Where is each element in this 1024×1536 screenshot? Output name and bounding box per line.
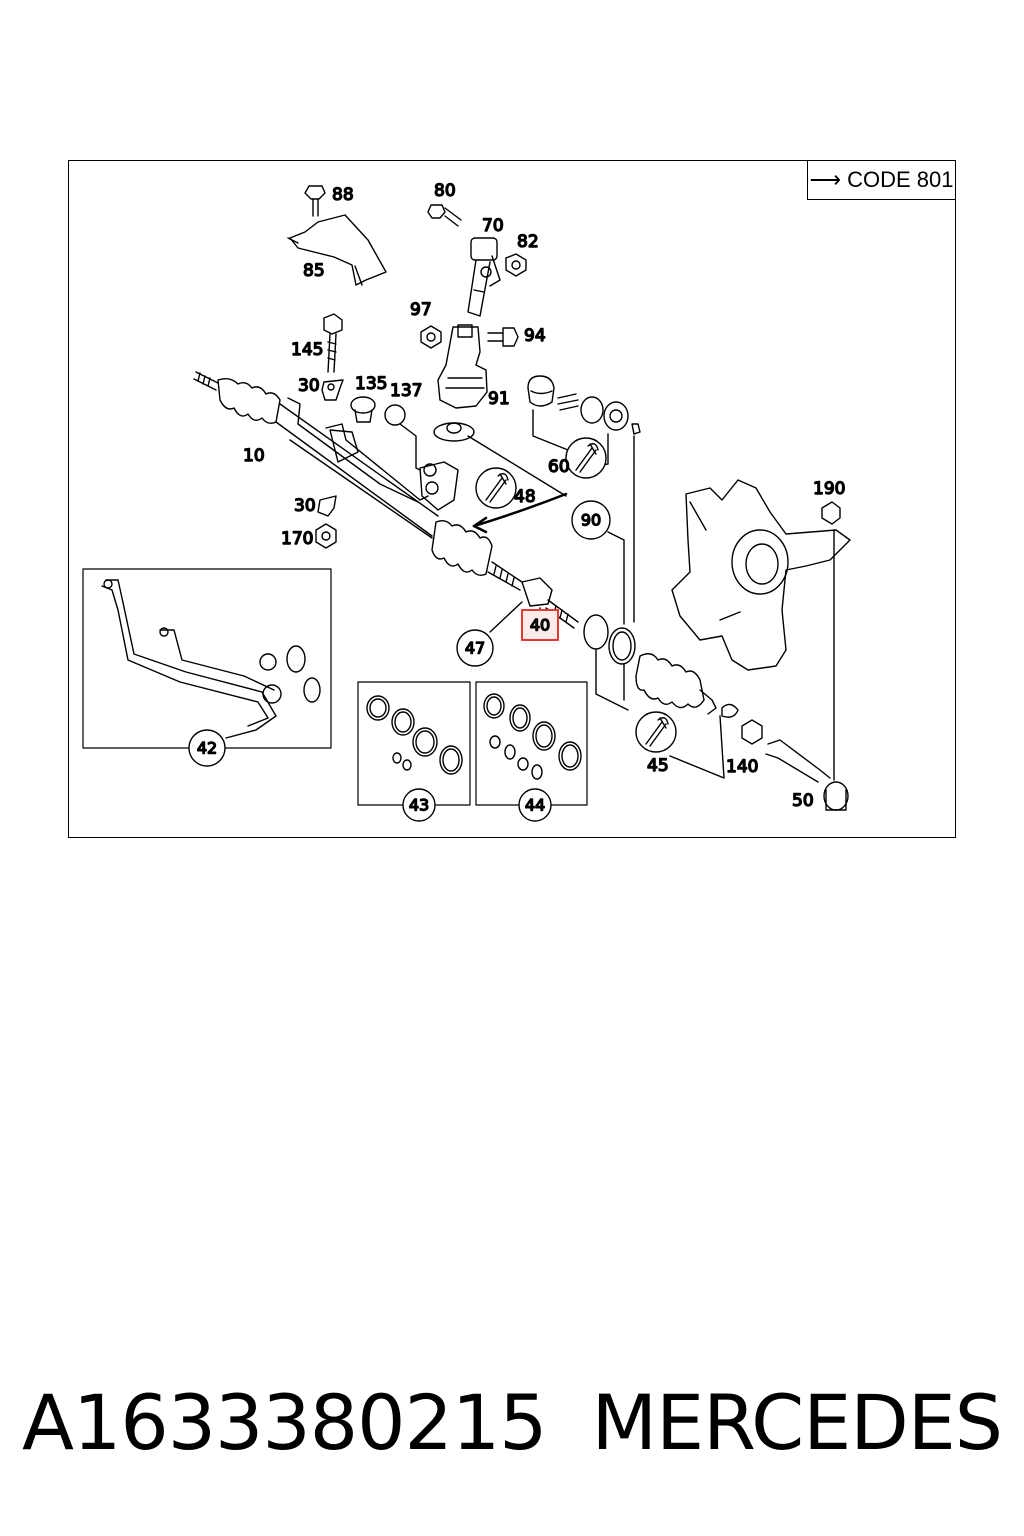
label-145: 145 <box>291 340 323 360</box>
leader-45-lines <box>595 649 725 779</box>
highlight-box-40[interactable] <box>521 609 559 641</box>
arrow-right-icon: ⟶ <box>809 167 842 192</box>
tie-rod-end-50-icon <box>765 739 849 811</box>
caption: A1633380215 MERCEDES <box>0 1362 1024 1482</box>
box-44 <box>475 681 588 806</box>
diagram-frame <box>68 160 956 838</box>
bearing-48-icon <box>433 422 475 442</box>
bracket-85-icon <box>287 214 387 286</box>
label-80: 80 <box>434 181 456 201</box>
label-45: 45 <box>647 756 669 776</box>
ring-seal-icon <box>583 614 636 665</box>
nut-190-icon <box>821 501 841 525</box>
circle-43 <box>402 788 436 822</box>
steering-rack-diagram: 88 85 80 70 82 97 94 91 14 <box>82 180 851 822</box>
code-box: ⟶ CODE 801 <box>807 160 956 200</box>
label-140: 140 <box>726 757 758 777</box>
boot-91-icon <box>437 324 488 409</box>
steering-knuckle-icon <box>671 479 851 671</box>
label-40: 40 <box>530 616 550 635</box>
nut-97-icon <box>420 325 442 349</box>
label-43: 43 <box>409 796 429 815</box>
label-10: 10 <box>243 446 265 466</box>
universal-joint-70-icon <box>467 237 501 317</box>
circle-47 <box>456 629 494 667</box>
label-30b: 30 <box>294 496 316 516</box>
clamp-140-icon <box>721 703 739 718</box>
part-number: A1633380215 <box>22 1377 548 1467</box>
bolt-80-icon <box>427 204 462 227</box>
brand-name: MERCEDES <box>591 1377 1003 1467</box>
label-94: 94 <box>524 326 546 346</box>
label-190: 190 <box>813 479 845 499</box>
nut-82-icon <box>505 253 527 277</box>
nut-60-icon <box>603 401 629 431</box>
boot-45-icon <box>635 653 717 715</box>
nut-170-icon <box>315 523 337 549</box>
label-85: 85 <box>303 261 325 281</box>
box-42 <box>82 568 332 749</box>
seal-kit-44-icon <box>483 693 582 780</box>
label-30a: 30 <box>298 376 320 396</box>
label-90: 90 <box>581 511 601 530</box>
label-44: 44 <box>525 796 545 815</box>
leader-47-line <box>489 601 523 633</box>
cap-60-icon <box>527 375 555 407</box>
label-60: 60 <box>548 457 570 477</box>
bolt-94-icon <box>487 327 519 347</box>
label-47: 47 <box>465 639 485 658</box>
arrow-head-icon <box>472 516 488 534</box>
label-170: 170 <box>281 529 313 549</box>
bolt-145-icon <box>323 313 343 373</box>
pressure-lines-42-icon <box>101 579 321 739</box>
label-137: 137 <box>390 381 422 401</box>
label-91: 91 <box>488 389 510 409</box>
wrench-45-icon <box>635 711 677 753</box>
circle-90 <box>571 500 611 540</box>
label-48: 48 <box>514 487 536 507</box>
wrench-48-icon <box>475 467 517 509</box>
ring-60-icon <box>580 396 604 424</box>
clip-30-icon <box>321 379 344 401</box>
plug-135-icon <box>350 396 376 423</box>
label-135: 135 <box>355 374 387 394</box>
screw-60-icon <box>631 423 641 435</box>
label-88: 88 <box>332 185 354 205</box>
label-97: 97 <box>410 300 432 320</box>
leader-90b-line <box>607 531 625 625</box>
wrench-60-icon <box>565 437 607 479</box>
label-50: 50 <box>792 791 814 811</box>
arrow-90-line <box>472 492 568 528</box>
leader-90-line <box>467 435 567 497</box>
bolt-88-icon <box>304 185 326 217</box>
seal-kit-43-icon <box>366 695 463 775</box>
leader-137-line <box>399 423 421 471</box>
label-42: 42 <box>197 739 217 758</box>
code-label: CODE 801 <box>847 167 954 192</box>
clip-30b-icon <box>317 495 337 517</box>
circle-44 <box>518 788 552 822</box>
steering-rack-10-icon <box>193 371 523 591</box>
label-70: 70 <box>482 216 504 236</box>
ring-137-icon <box>384 404 406 426</box>
nut-50-icon <box>741 719 763 745</box>
spring-60-icon <box>557 393 579 411</box>
label-82: 82 <box>517 232 539 252</box>
circle-42 <box>188 729 226 767</box>
